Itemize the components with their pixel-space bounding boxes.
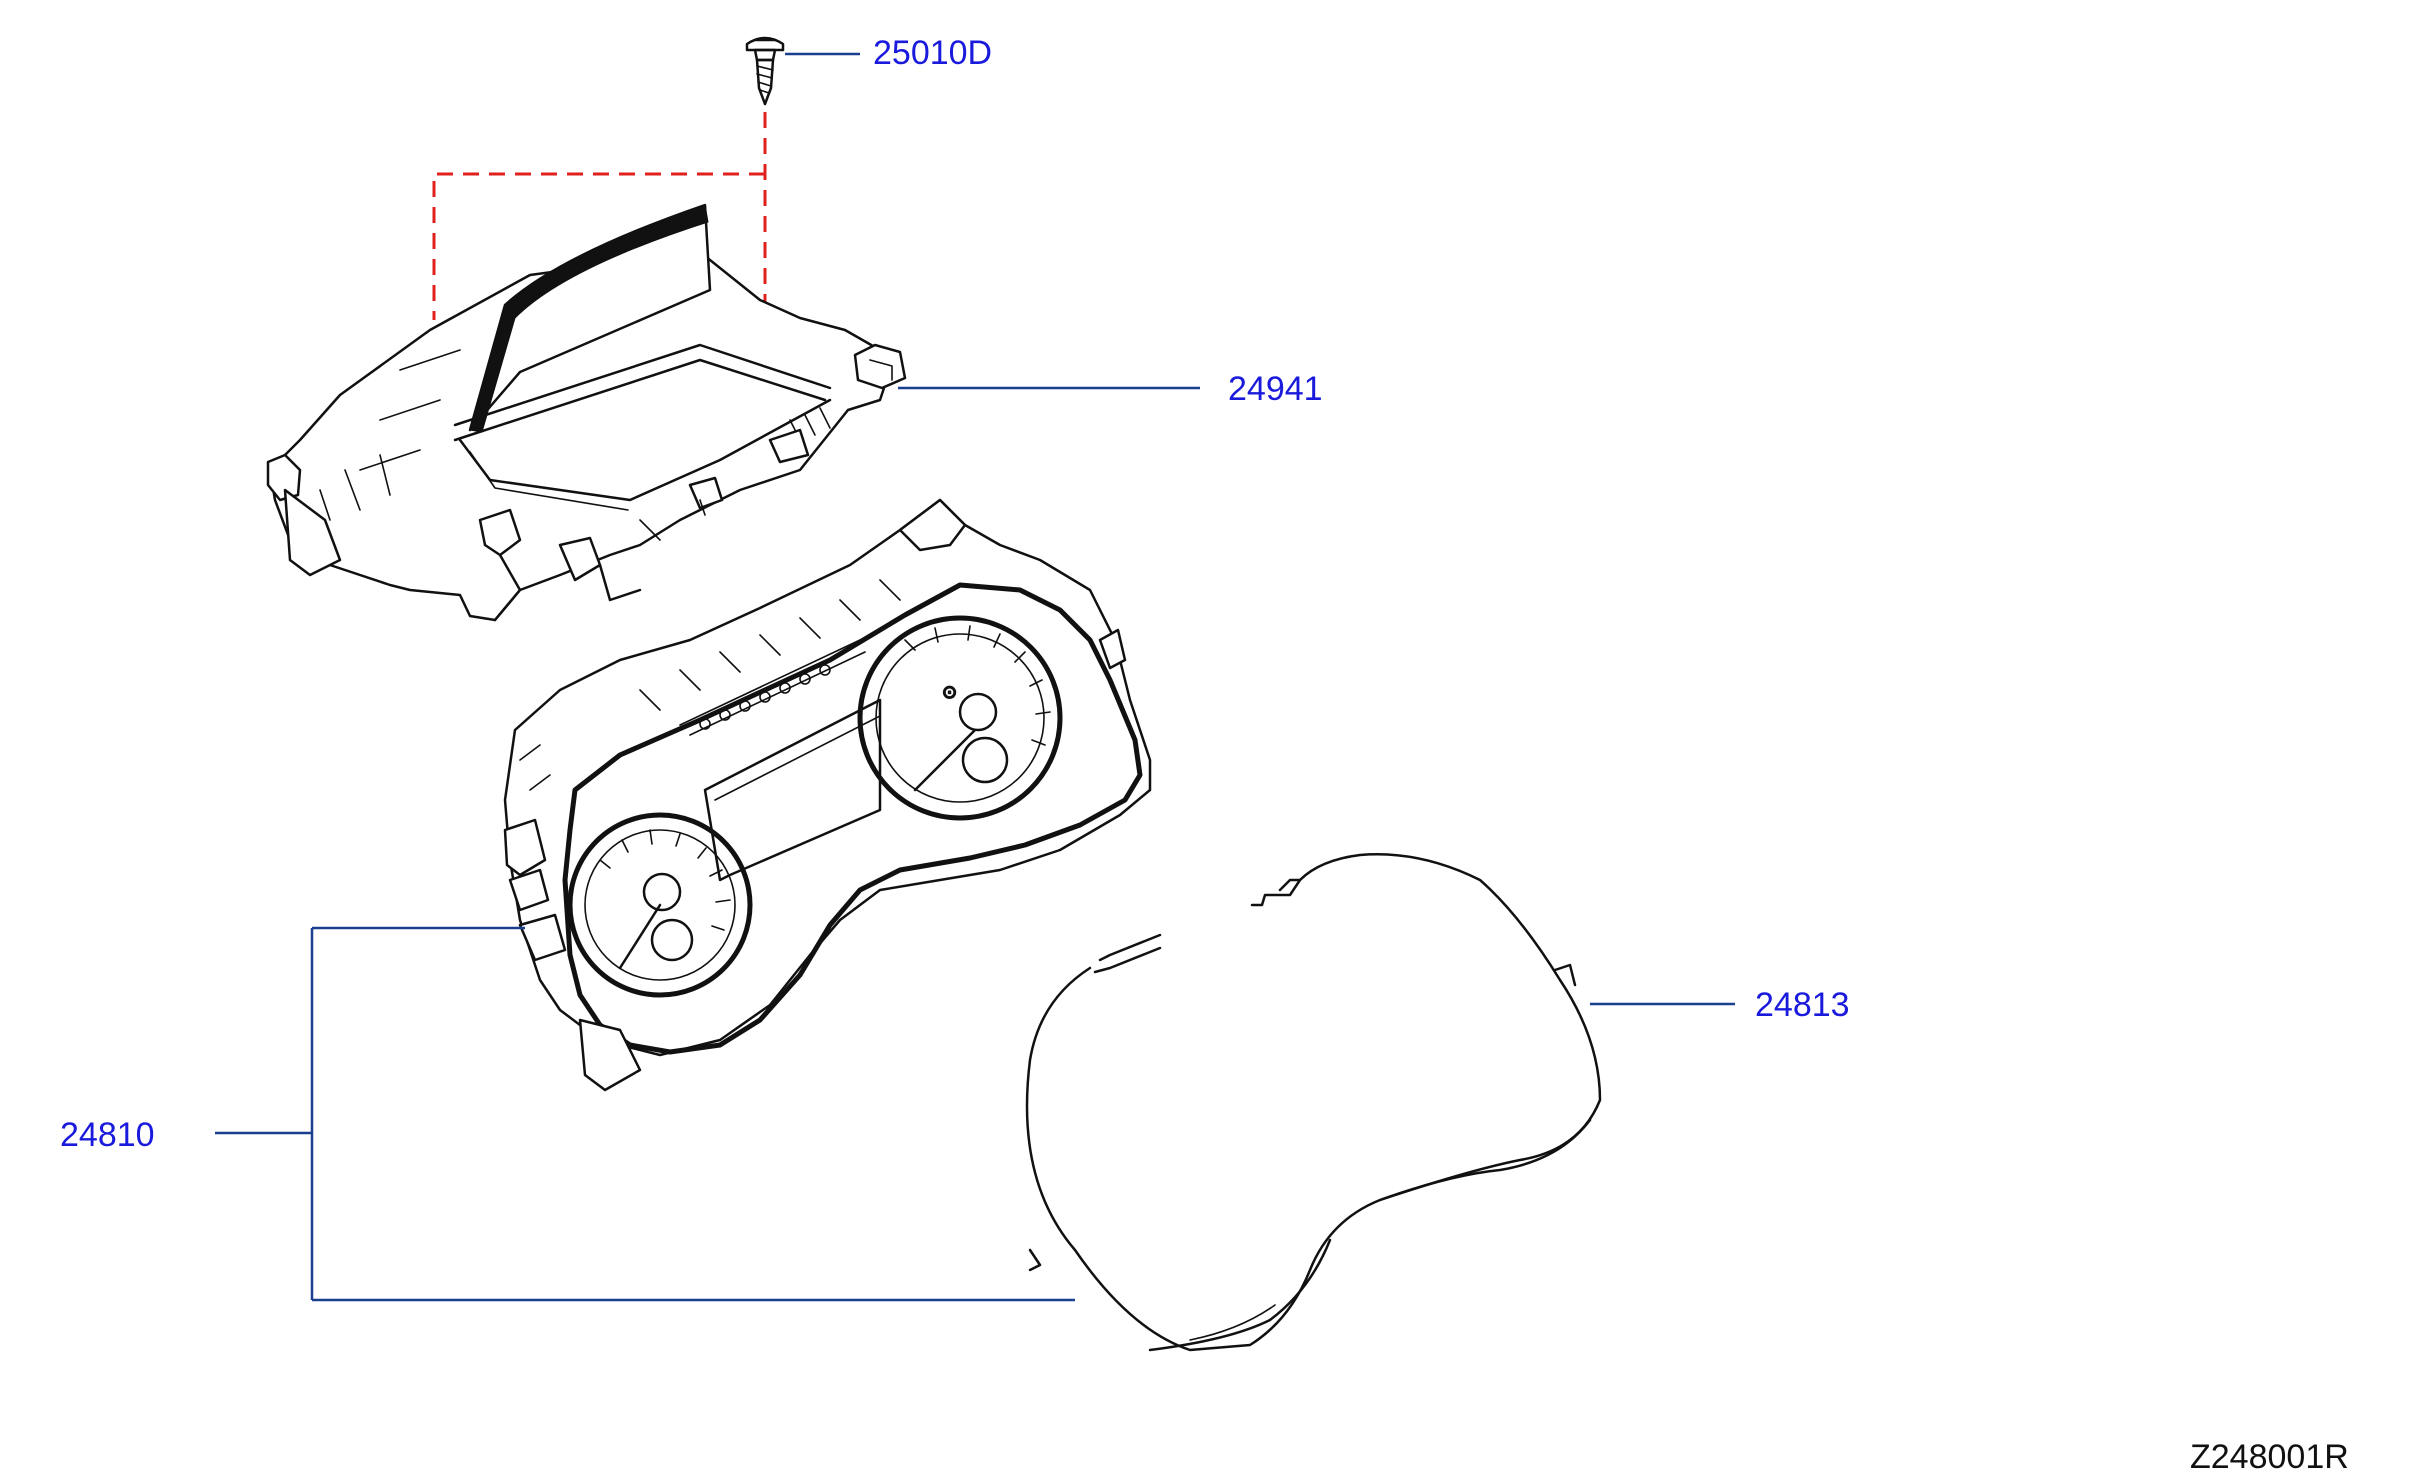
part-label-24810[interactable]: 24810 [60, 1116, 155, 1154]
meter-cluster-icon: ⊙ [503, 498, 1152, 1092]
svg-text:⊙: ⊙ [942, 682, 957, 702]
assembly-guide-lines [432, 112, 767, 330]
part-label-24813[interactable]: 24813 [1755, 986, 1850, 1024]
part-label-24941[interactable]: 24941 [1228, 370, 1323, 408]
leader-lines [215, 52, 1735, 1302]
drawing-id: Z248001R [2190, 1438, 2349, 1476]
part-label-25010D[interactable]: 25010D [873, 34, 992, 72]
display-unit-icon [266, 203, 907, 622]
screw-icon [745, 36, 785, 106]
meter-lens-icon [1025, 853, 1602, 1352]
